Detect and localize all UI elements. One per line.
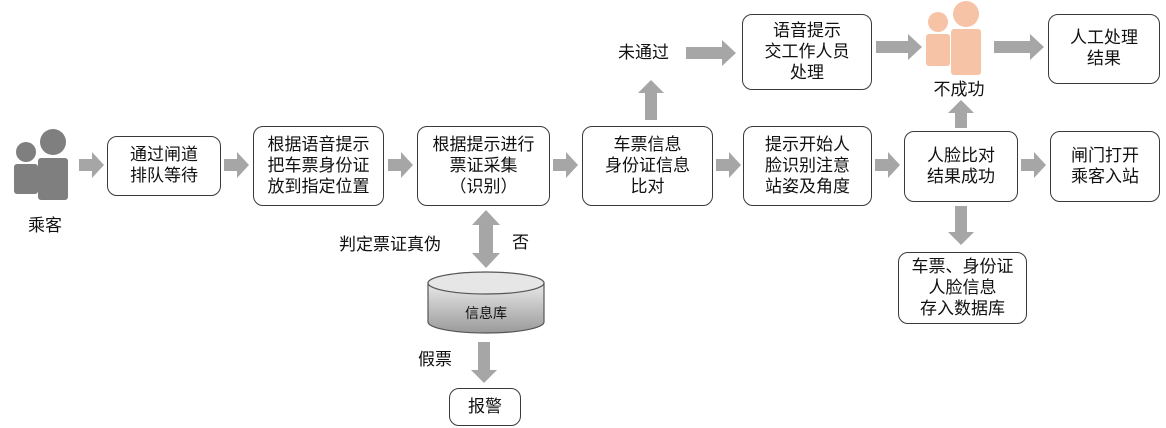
step-face-success: 人脸比对 结果成功	[904, 131, 1018, 202]
arrow-collect-db-bidirectional	[472, 210, 500, 268]
passenger-label: 乘客	[28, 216, 62, 236]
arrow-notpassed-to-voice	[686, 40, 736, 66]
arrow-face-to-success	[875, 152, 900, 178]
not-passed-label: 未通过	[618, 43, 669, 63]
arrow-passenger-to-queue	[79, 152, 104, 178]
arrow-compare-up	[638, 80, 664, 120]
passenger-icon	[14, 129, 68, 200]
arrow-success-up	[948, 100, 974, 128]
database-cylinder	[427, 271, 545, 334]
arrow-staff-to-manual	[994, 34, 1044, 60]
step-face-prompt: 提示开始人 脸识别注意 站姿及角度	[743, 126, 872, 206]
step-compare-documents: 车票信息 身份证信息 比对	[582, 126, 713, 206]
step-manual-result: 人工处理 结果	[1048, 14, 1160, 84]
staff-icon	[926, 1, 981, 75]
step-voice-to-staff: 语音提示 交工作人员 处理	[742, 14, 872, 90]
judge-authenticity-label: 判定票证真伪	[339, 235, 441, 255]
step-collect-documents: 根据提示进行 票证采集 （识别）	[417, 126, 550, 206]
step-alarm: 报警	[449, 388, 521, 426]
fake-ticket-label: 假票	[418, 350, 452, 370]
arrow-collect-to-compare	[553, 152, 578, 178]
arrow-success-down	[948, 206, 974, 245]
arrow-voice-to-staff	[876, 34, 922, 60]
step-store-database: 车票、身份证 人脸信息 存入数据库	[898, 252, 1027, 324]
failed-label: 不成功	[933, 80, 985, 100]
database-label: 信息库	[465, 306, 507, 322]
arrow-db-to-alarm	[471, 342, 497, 383]
arrow-queue-to-place	[224, 152, 249, 178]
no-label: 否	[512, 233, 529, 253]
step-gate-open: 闸门打开 乘客入站	[1050, 131, 1160, 202]
step-queue: 通过闸道 排队等待	[107, 136, 221, 196]
step-place-documents: 根据语音提示 把车票身份证 放到指定位置	[253, 126, 384, 206]
arrow-success-to-gate	[1021, 152, 1046, 178]
arrow-place-to-collect	[388, 152, 413, 178]
arrow-compare-to-face	[716, 152, 741, 178]
